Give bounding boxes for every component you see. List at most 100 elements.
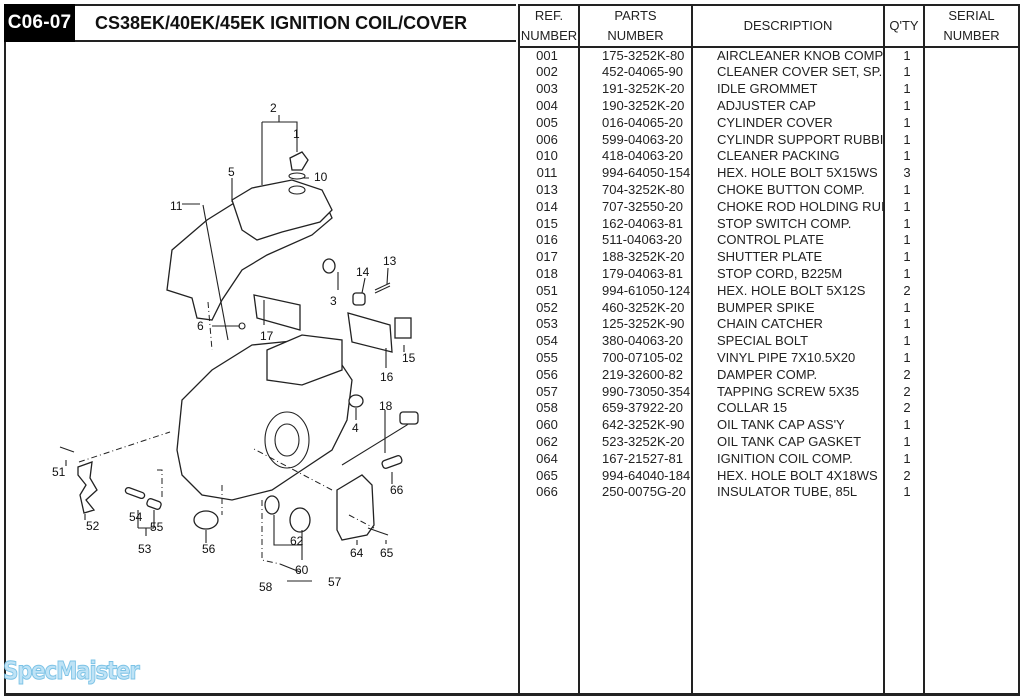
cell-part: 704-3252K-80 <box>578 181 693 199</box>
cell-ref: 006 <box>518 131 580 148</box>
fuel-tank-plate-shape <box>266 334 343 386</box>
cell-part: 179-04063-81 <box>578 265 693 283</box>
cell-ref: 004 <box>518 97 580 115</box>
control-plate-shape <box>347 312 393 353</box>
cell-ref: 051 <box>518 282 580 300</box>
cell-part: 994-64050-154 <box>578 164 693 182</box>
cell-serial <box>923 416 1020 434</box>
callout-54: 54 <box>129 510 143 524</box>
cell-part: 990-73050-354 <box>578 383 693 400</box>
knob-shape <box>289 151 309 171</box>
cell-serial <box>923 399 1020 417</box>
cell-serial <box>923 332 1020 350</box>
cell-desc: CLEANER COVER SET, SP. <box>691 64 885 81</box>
callout-2: 2 <box>270 101 277 115</box>
callout-52: 52 <box>86 519 100 533</box>
cell-part: 707-32550-20 <box>578 198 693 216</box>
cell-serial <box>923 198 1020 216</box>
cell-part: 188-3252K-20 <box>578 248 693 266</box>
cell-ref: 064 <box>518 450 580 468</box>
screw-57-shape <box>279 563 301 573</box>
bolt-51-shape <box>59 446 75 453</box>
callout-58: 58 <box>259 580 273 594</box>
cell-part: 994-64040-184 <box>578 467 693 484</box>
cell-part: 250-0075G-20 <box>578 483 693 501</box>
cell-qty: 1 <box>883 97 925 115</box>
watermark-logo: SpecMajster <box>3 656 141 686</box>
cell-ref: 005 <box>518 114 580 132</box>
callout-4: 4 <box>352 421 359 435</box>
cell-desc: HEX. HOLE BOLT 5X15WS <box>691 164 885 182</box>
cell-ref: 066 <box>518 483 580 501</box>
cell-ref: 011 <box>518 164 580 182</box>
filler-cell <box>691 500 885 696</box>
cell-qty: 3 <box>883 164 925 182</box>
oil-cap-gasket-shape <box>264 495 280 515</box>
bumper-spike-shape <box>77 461 98 514</box>
cell-ref: 016 <box>518 231 580 249</box>
cell-ref: 002 <box>518 64 580 81</box>
cell-ref: 015 <box>518 215 580 232</box>
cell-part: 523-3252K-20 <box>578 433 693 451</box>
cell-qty: 1 <box>883 147 925 165</box>
callout-56: 56 <box>202 542 216 556</box>
cell-qty: 1 <box>883 231 925 249</box>
cell-ref: 001 <box>518 47 580 64</box>
cell-ref: 065 <box>518 467 580 484</box>
callout-62: 62 <box>290 534 304 548</box>
cell-ref: 060 <box>518 416 580 434</box>
callout-1: 1 <box>293 127 300 141</box>
cell-qty: 1 <box>883 248 925 266</box>
cell-serial <box>923 450 1020 468</box>
cell-part: 460-3252K-20 <box>578 299 693 316</box>
filler-cell <box>923 500 1020 696</box>
cell-ref: 054 <box>518 332 580 350</box>
cell-part: 125-3252K-90 <box>578 315 693 333</box>
cell-qty: 1 <box>883 114 925 132</box>
cell-desc: IDLE GROMMET <box>691 80 885 98</box>
cell-ref: 057 <box>518 383 580 400</box>
cell-part: 191-3252K-20 <box>578 80 693 98</box>
cell-desc: INSULATOR TUBE, 85L <box>691 483 885 501</box>
cell-desc: AIRCLEANER KNOB COMP <box>691 47 885 64</box>
cell-serial <box>923 131 1020 148</box>
adjuster-cap-shape <box>348 394 364 408</box>
cell-ref: 013 <box>518 181 580 199</box>
callout-14: 14 <box>356 265 370 279</box>
cell-serial <box>923 433 1020 451</box>
cell-serial <box>923 467 1020 484</box>
cell-desc: IGNITION COIL COMP. <box>691 450 885 468</box>
cell-serial <box>923 248 1020 266</box>
cell-serial <box>923 231 1020 249</box>
header-qty: Q'TY <box>883 4 925 48</box>
cell-desc: BUMPER SPIKE <box>691 299 885 316</box>
cell-qty: 1 <box>883 131 925 148</box>
cell-qty: 1 <box>883 265 925 283</box>
cell-part: 599-04063-20 <box>578 131 693 148</box>
cell-serial <box>923 282 1020 300</box>
oil-cap-shape <box>289 507 311 533</box>
cell-serial <box>923 47 1020 64</box>
cell-qty: 1 <box>883 349 925 367</box>
callout-51: 51 <box>52 465 66 479</box>
filler-cell <box>518 500 580 696</box>
cell-serial <box>923 299 1020 316</box>
cell-desc: OIL TANK CAP GASKET <box>691 433 885 451</box>
cell-part: 380-04063-20 <box>578 332 693 350</box>
